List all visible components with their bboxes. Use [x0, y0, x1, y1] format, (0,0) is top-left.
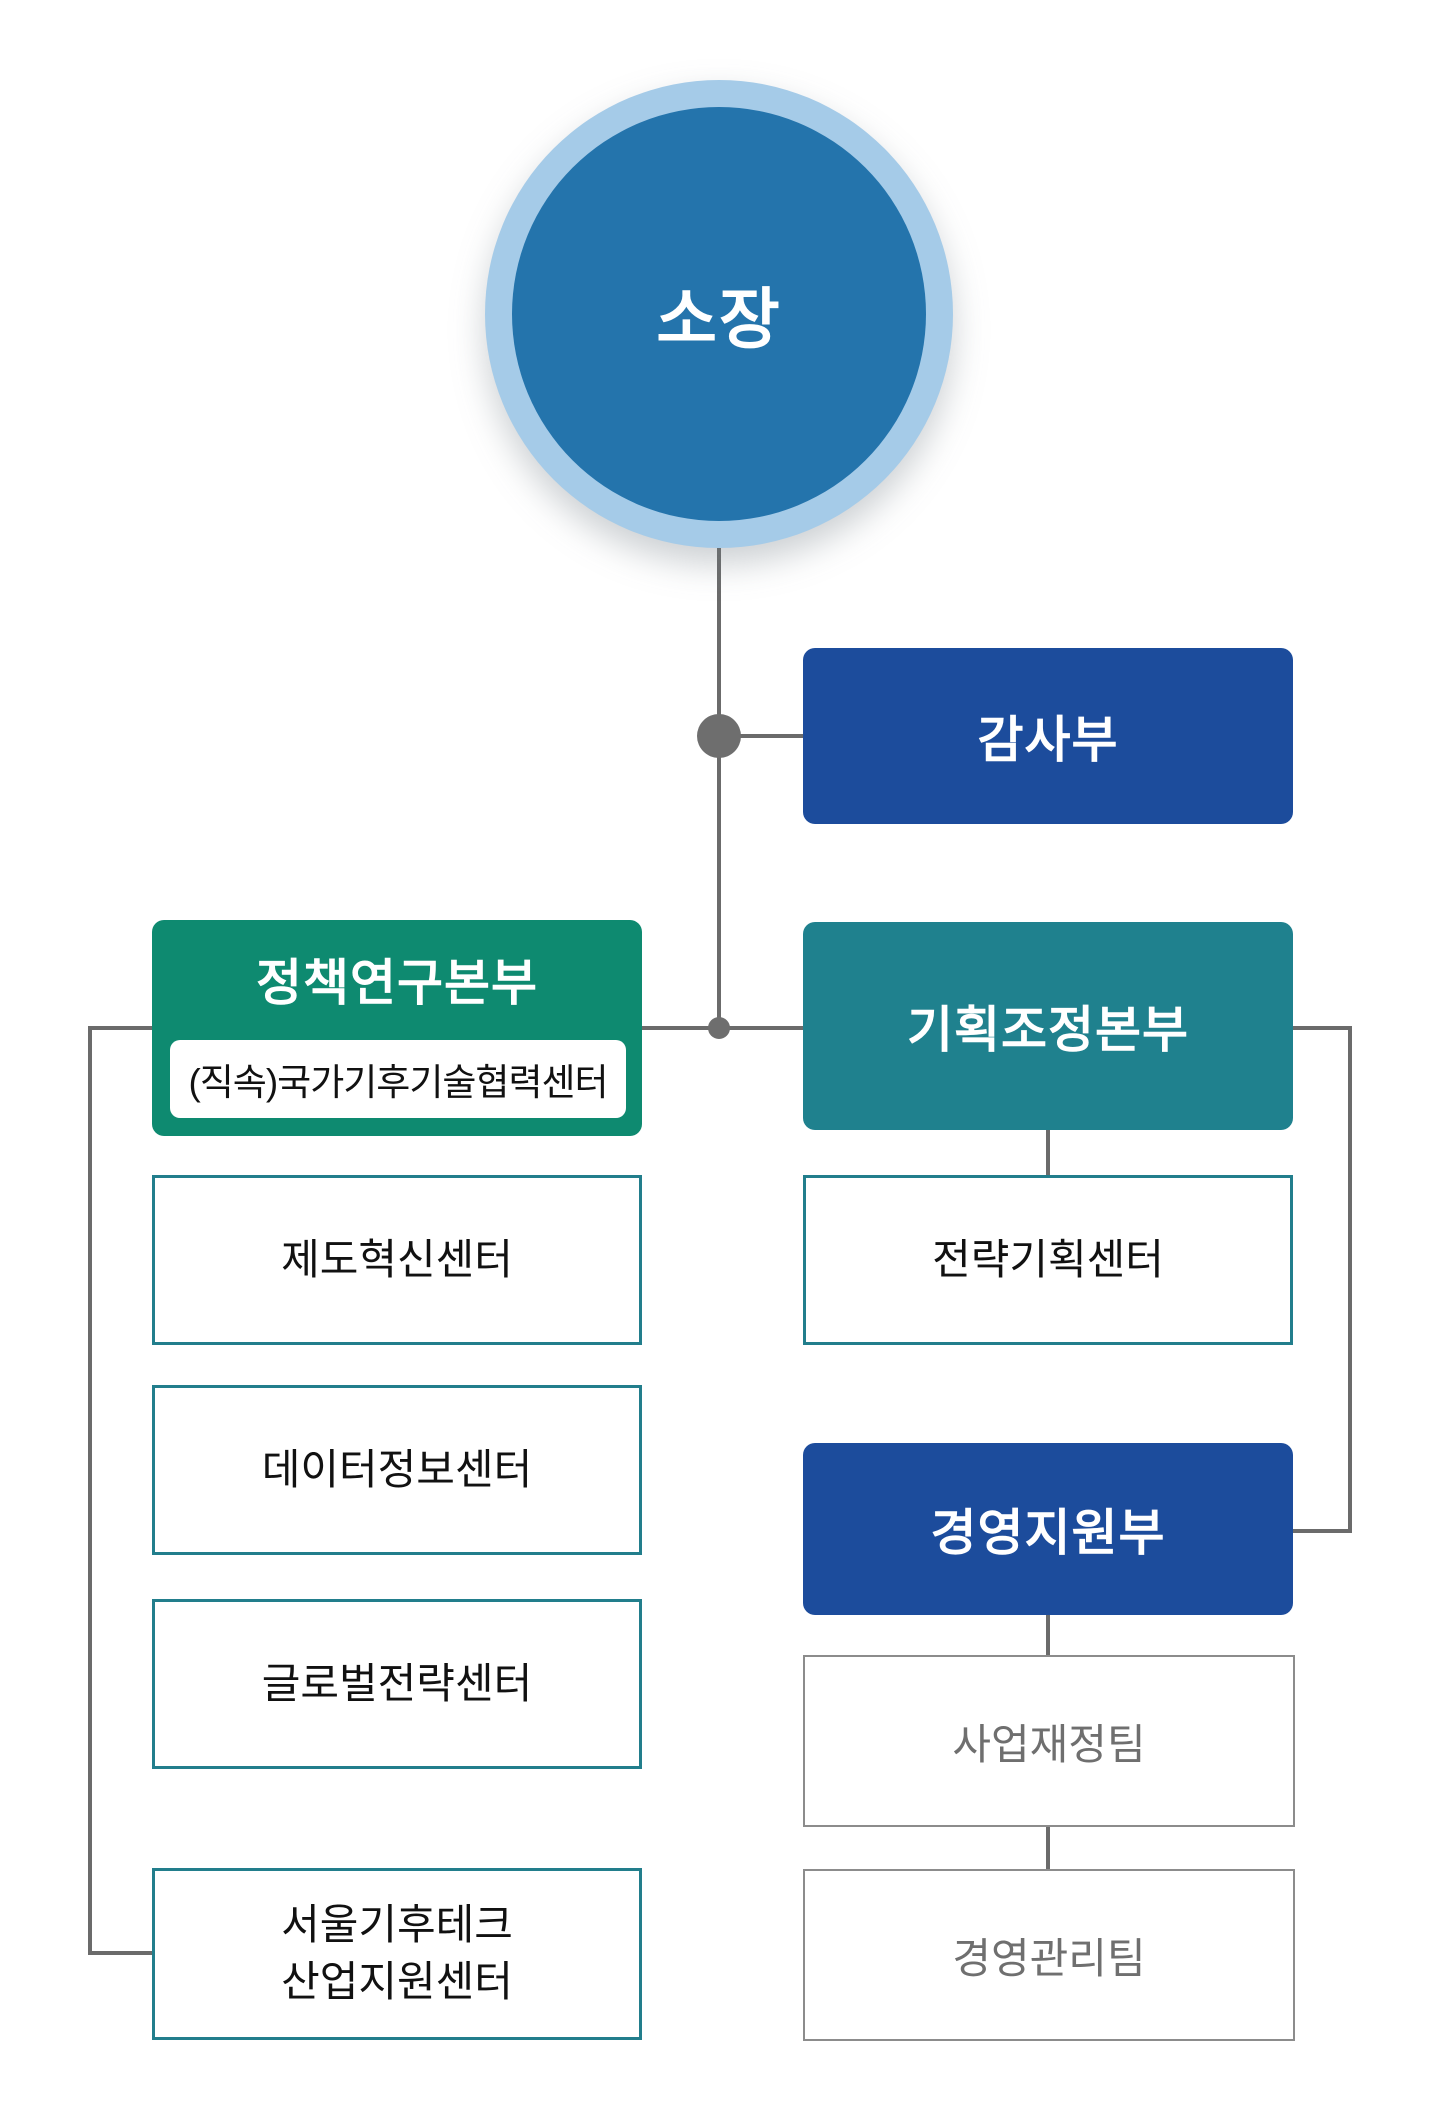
audit-dept-label: 감사부 [977, 712, 1119, 768]
audit-junction-dot [697, 714, 741, 758]
team-node: 사업재정팀 [803, 1655, 1295, 1827]
trunk-connector-line [717, 548, 721, 1030]
management-dept-down-connector-line [1046, 1615, 1050, 1656]
team-link-connector-line [1046, 1827, 1050, 1870]
policy-center-node: 제도혁신센터 [152, 1175, 642, 1345]
divisions-junction-dot [708, 1017, 730, 1039]
policy-division-node: 정책연구본부 (직속)국가기후기술협력센터 [152, 920, 642, 1136]
policy-center-label-line1: 서울기후테크 [281, 1901, 513, 1949]
policy-center-node: 데이터정보센터 [152, 1385, 642, 1555]
policy-center-node: 서울기후테크 산업지원센터 [152, 1868, 642, 2040]
attached-center-badge: (직속)국가기후기술협력센터 [170, 1040, 626, 1118]
director-label: 소장 [656, 282, 782, 356]
attached-center-label: (직속)국가기후기술협력센터 [188, 1062, 608, 1103]
planning-division-node: 기획조정본부 [803, 922, 1293, 1130]
team-label: 경영관리팀 [952, 1934, 1146, 1982]
audit-connector-line [719, 734, 807, 738]
director-node: 소장 [485, 80, 953, 548]
policy-center-node: 글로벌전략센터 [152, 1599, 642, 1769]
management-dept-label: 경영지원부 [930, 1505, 1166, 1561]
team-label: 사업재정팀 [952, 1720, 1146, 1768]
policy-center-label: 글로벌전략센터 [261, 1659, 533, 1707]
policy-center-label: 데이터정보센터 [261, 1445, 533, 1493]
left-elbow-connector-line [88, 1951, 156, 1955]
policy-center-label: 서울기후테크 산업지원센터 [281, 1897, 513, 2010]
team-node: 경영관리팀 [803, 1869, 1295, 2041]
right-rail-connector-line [1348, 1026, 1352, 1533]
policy-division-title: 정책연구본부 [256, 920, 538, 1038]
strategy-center-node: 전략기획센터 [803, 1175, 1293, 1345]
right-elbow-connector-line [1291, 1529, 1352, 1533]
strategy-center-label: 전략기획센터 [932, 1235, 1164, 1283]
director-circle: 소장 [512, 107, 926, 521]
planning-division-label: 기획조정본부 [907, 1002, 1189, 1058]
management-dept-node: 경영지원부 [803, 1443, 1293, 1615]
policy-division-label: 정책연구본부 [256, 955, 538, 1011]
audit-dept-node: 감사부 [803, 648, 1293, 824]
planning-division-down-connector-line [1046, 1130, 1050, 1176]
left-rail-connector-line [88, 1026, 92, 1955]
policy-center-label: 제도혁신센터 [281, 1235, 513, 1283]
policy-center-label-line2: 산업지원센터 [281, 1958, 513, 2005]
